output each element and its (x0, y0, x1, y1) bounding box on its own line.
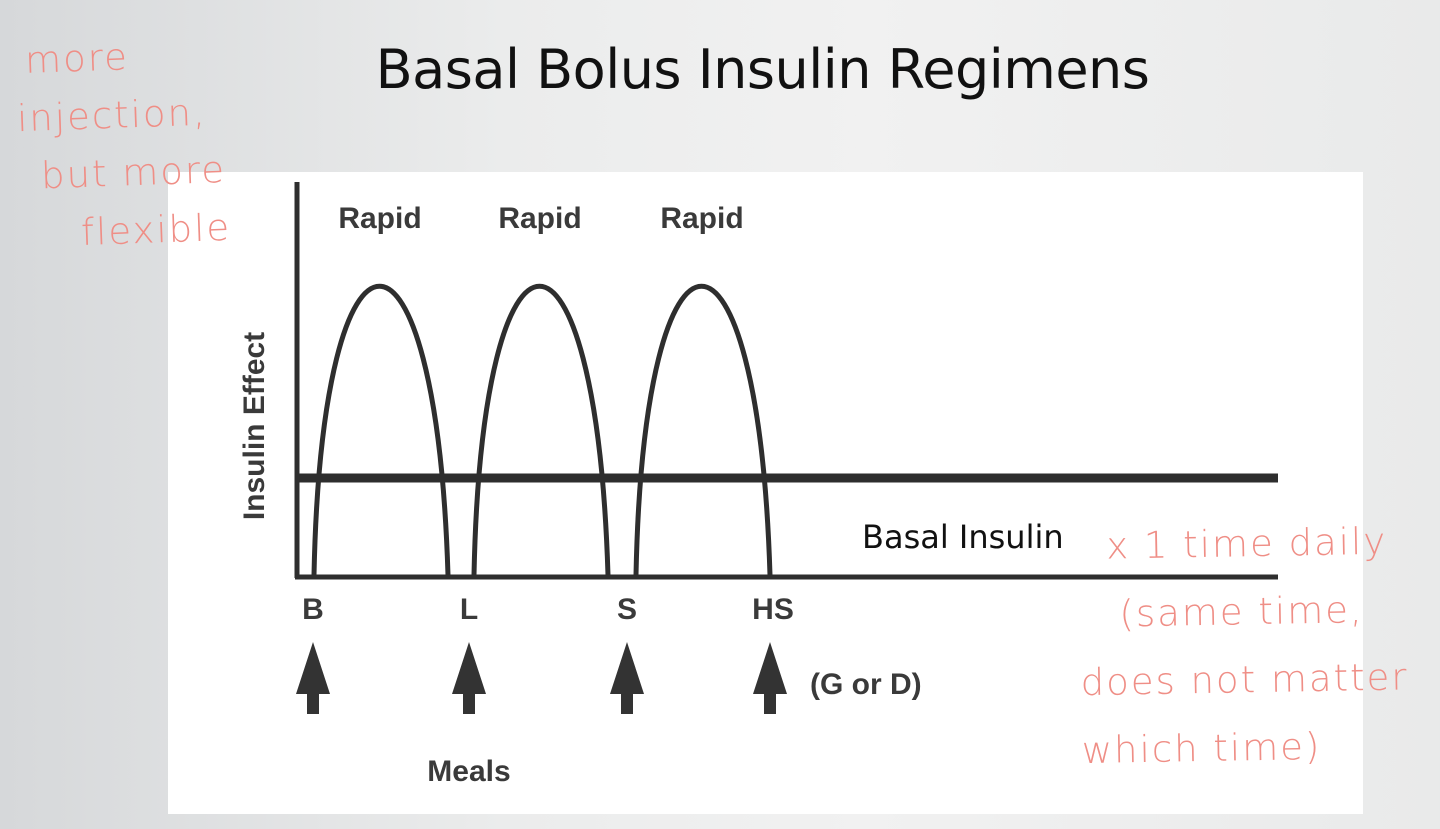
annotation-right: x 1 time daily (same time, does not matt… (1078, 507, 1440, 785)
annotation-left-line: more (24, 35, 130, 82)
annotation-left-line: flexible (80, 205, 232, 255)
rapid-label-1: Rapid (338, 202, 421, 235)
slide-title: Basal Bolus Insulin Regimens (375, 38, 1150, 101)
rapid-curve-2 (471, 283, 611, 576)
rapid-label-3: Rapid (660, 202, 743, 235)
basal-insulin-label: Basal Insulin (862, 518, 1064, 556)
rapid-curve-3 (633, 283, 773, 576)
meal-arrow-icon (753, 642, 787, 714)
meal-arrow-icon (452, 642, 486, 714)
meal-label-b: B (302, 593, 324, 626)
rapid-label-2: Rapid (498, 202, 581, 235)
meal-arrow-icon (610, 642, 644, 714)
meal-label-hs: HS (752, 593, 794, 626)
y-axis-label: Insulin Effect (238, 332, 271, 520)
annotation-right-line: does not matter (1080, 655, 1409, 705)
rapid-curve-1 (311, 283, 451, 576)
annotation-right-line: which time) (1081, 724, 1322, 773)
annotation-right-line: (same time, (1119, 588, 1365, 636)
meal-label-s: S (617, 593, 637, 626)
meal-label-l: L (460, 593, 478, 626)
annotation-left: more injection, but more flexible (14, 24, 262, 264)
annotation-right-line: x 1 time daily (1105, 519, 1388, 568)
hs-note: (G or D) (810, 668, 922, 701)
annotation-left-line: but more (40, 147, 227, 198)
meals-caption: Meals (427, 755, 510, 788)
meal-arrow-icon (296, 642, 330, 714)
annotation-left-line: injection, (16, 90, 208, 141)
